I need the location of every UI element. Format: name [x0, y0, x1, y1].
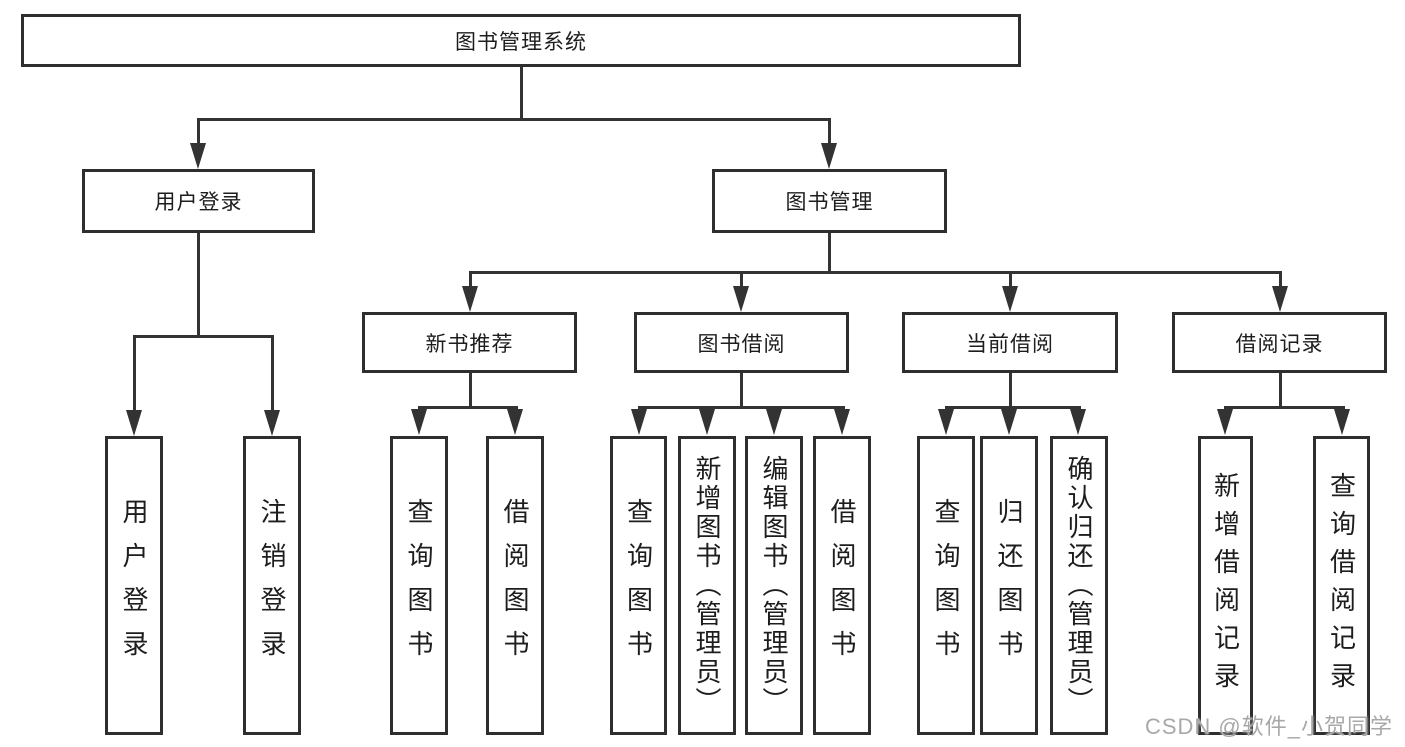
connector-borrowing-stub: [740, 373, 743, 409]
arrow-records: [1272, 286, 1288, 312]
arrow-leaf-nb-borrow: [507, 409, 523, 435]
arrow-leaf-cb-query: [938, 409, 954, 435]
node-book-mgmt: 图书管理: [712, 169, 947, 233]
node-records-label: 借阅记录: [1235, 332, 1324, 356]
arrow-leaf-bb-query: [631, 409, 647, 435]
connector-new-book-stub: [469, 373, 472, 409]
arrow-borrowing: [733, 286, 749, 312]
leaf-current-confirm-label: 确认归还（管理员）: [1064, 455, 1094, 716]
node-records: 借阅记录: [1172, 312, 1387, 373]
connector-new-book-branch: [418, 406, 518, 409]
leaf-newbook-query: 查询图书: [390, 436, 448, 735]
arrow-leaf-login: [126, 410, 142, 436]
connector-drop-user-login: [197, 118, 200, 148]
leaf-logout: 注销登录: [243, 436, 301, 735]
leaf-records-add-label: 新增借阅记录: [1210, 471, 1241, 700]
leaf-user-login-label: 用户登录: [119, 497, 149, 674]
node-current: 当前借阅: [902, 312, 1118, 373]
connector-drop-current: [1009, 271, 1012, 289]
leaf-records-add: 新增借阅记录: [1198, 436, 1253, 735]
leaf-borrowing-borrow-label: 借阅图书: [827, 497, 857, 674]
leaf-current-return: 归还图书: [980, 436, 1038, 735]
connector-drop-borrowing: [740, 271, 743, 289]
node-root: 图书管理系统: [21, 14, 1021, 67]
node-user-login: 用户登录: [82, 169, 315, 233]
leaf-user-login: 用户登录: [105, 436, 163, 735]
leaf-records-query-label: 查询借阅记录: [1326, 471, 1357, 700]
node-borrowing: 图书借阅: [634, 312, 849, 373]
arrow-leaf-rec-query: [1334, 409, 1350, 435]
arrow-current: [1002, 286, 1018, 312]
arrow-leaf-cb-return: [1001, 409, 1017, 435]
leaf-records-query: 查询借阅记录: [1313, 436, 1370, 735]
connector-drop-book-mgmt: [828, 118, 831, 148]
leaf-current-query: 查询图书: [917, 436, 975, 735]
connector-records-stub: [1279, 373, 1282, 409]
arrow-book-mgmt: [821, 143, 837, 169]
connector-user-login-stub: [197, 233, 200, 335]
arrow-leaf-cb-confirm: [1070, 409, 1086, 435]
leaf-borrowing-edit: 编辑图书（管理员）: [745, 436, 803, 735]
leaf-current-confirm: 确认归还（管理员）: [1050, 436, 1108, 735]
arrow-leaf-nb-query: [411, 409, 427, 435]
node-user-login-label: 用户登录: [154, 191, 243, 214]
leaf-logout-label: 注销登录: [257, 497, 287, 674]
node-borrowing-label: 图书借阅: [697, 332, 786, 356]
connector-drop-leaf-login: [133, 335, 136, 413]
arrow-leaf-bb-borrow: [834, 409, 850, 435]
connector-current-stub: [1009, 373, 1012, 409]
arrow-user-login: [190, 143, 206, 169]
connector-current-branch: [945, 406, 1081, 409]
leaf-borrowing-edit-label: 编辑图书（管理员）: [759, 455, 789, 716]
connector-drop-records: [1279, 271, 1282, 289]
arrow-leaf-bb-edit: [766, 409, 782, 435]
connector-book-mgmt-stub: [828, 233, 831, 274]
node-book-mgmt-label: 图书管理: [785, 191, 874, 214]
connector-drop-new-book: [469, 271, 472, 289]
leaf-borrowing-query: 查询图书: [610, 436, 667, 735]
leaf-current-return-label: 归还图书: [994, 497, 1024, 674]
leaf-newbook-query-label: 查询图书: [404, 497, 434, 674]
connector-records-branch: [1224, 406, 1345, 409]
leaf-newbook-borrow: 借阅图书: [486, 436, 544, 735]
leaf-borrowing-query-label: 查询图书: [623, 497, 654, 674]
leaf-borrowing-borrow: 借阅图书: [813, 436, 871, 735]
arrow-new-book: [462, 286, 478, 312]
connector-book-mgmt-branch: [469, 271, 1282, 274]
node-current-label: 当前借阅: [966, 332, 1054, 356]
arrow-leaf-logout: [264, 410, 280, 436]
node-root-label: 图书管理系统: [455, 30, 587, 54]
connector-drop-leaf-logout: [271, 335, 274, 413]
connector-user-login-branch: [133, 335, 274, 338]
arrow-leaf-bb-add: [699, 409, 715, 435]
arrow-leaf-rec-add: [1217, 409, 1233, 435]
node-new-book: 新书推荐: [362, 312, 577, 373]
leaf-borrowing-add: 新增图书（管理员）: [678, 436, 736, 735]
leaf-current-query-label: 查询图书: [931, 497, 961, 674]
leaf-newbook-borrow-label: 借阅图书: [500, 497, 530, 674]
connector-borrowing-branch: [638, 406, 845, 409]
connector-root-stub: [520, 67, 523, 118]
connector-root-branch: [197, 118, 831, 121]
node-new-book-label: 新书推荐: [425, 332, 514, 356]
leaf-borrowing-add-label: 新增图书（管理员）: [692, 455, 722, 716]
